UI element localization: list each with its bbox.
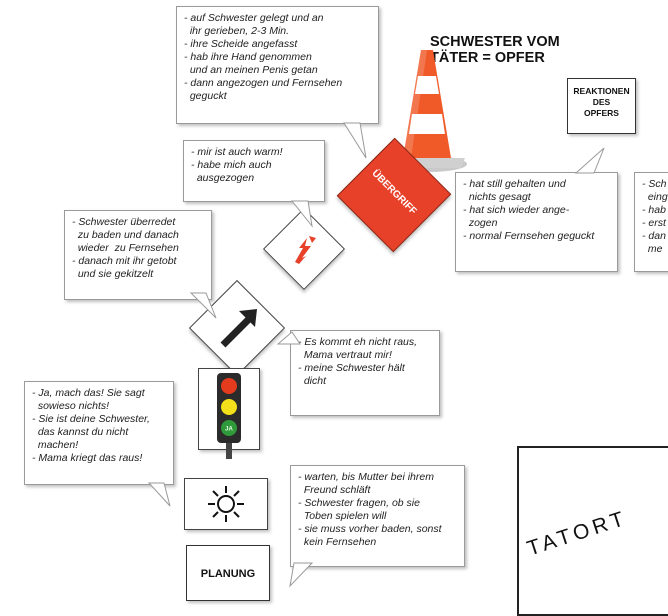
- bubble-line: nichts gesagt: [463, 191, 531, 203]
- bubble-tail: [290, 200, 313, 228]
- bubble-tail: [147, 482, 171, 507]
- bubble-tail: [289, 562, 314, 588]
- planung-label: PLANUNG: [200, 568, 256, 580]
- bubble-line: ihr gerieben, 2-3 Min.: [184, 25, 290, 37]
- bubble-planung-details: - warten, bis Mutter bei ihrem Freund sc…: [290, 465, 465, 567]
- bubble-arrow-thoughts: - Es kommt eh nicht raus, Mama vertraut …: [290, 330, 440, 416]
- bubble-line: sowieso nichts!: [32, 400, 110, 412]
- bubble-line: machen!: [32, 439, 79, 451]
- reactions-line-2: DES: [592, 97, 611, 107]
- bubble-line: geguckt: [184, 90, 227, 102]
- bubble-line: - Sie ist deine Schwester,: [32, 413, 150, 425]
- traffic-light-ja: JA: [225, 427, 233, 433]
- bubble-cut-off-right: - Sch eing - hab - erst - dan me: [634, 172, 668, 272]
- bubble-arrow-actions: - Schwester überredet zu baden und danac…: [64, 210, 212, 300]
- bubble-line: Freund schläft: [298, 484, 371, 496]
- bubble-line: - Mama kriegt das raus!: [32, 452, 143, 464]
- bubble-uebergriff-details: - auf Schwester gelegt und an ihr gerieb…: [176, 6, 379, 124]
- bubble-tail: [343, 122, 367, 159]
- arrow-icon: [220, 309, 257, 348]
- bubble-line: Toben spielen will: [298, 510, 387, 522]
- diagram-title: SCHWESTER VOM TÄTER = OPFER: [430, 34, 560, 66]
- bubble-line: - meine Schwester hält: [298, 362, 405, 374]
- title-line-1: SCHWESTER VOM: [430, 34, 560, 50]
- bubble-line: - warten, bis Mutter bei ihrem: [298, 471, 434, 483]
- reactions-line-3: OPFERS: [584, 108, 619, 118]
- bubble-line: - erst: [642, 217, 666, 229]
- bubble-line: - ihre Scheide angefasst: [184, 38, 298, 50]
- bubble-line: wieder zu Fernsehen: [72, 242, 179, 254]
- planung-sign: PLANUNG: [186, 545, 270, 601]
- bubble-line: - danach mit ihr getobt: [72, 255, 177, 267]
- bubble-line: - Ja, mach das! Sie sagt: [32, 387, 145, 399]
- bubble-line: Mama vertraut mir!: [298, 349, 392, 361]
- bubble-line: - Sch: [642, 178, 667, 190]
- bubble-line: - auf Schwester gelegt und an: [184, 12, 324, 24]
- bubble-line: me: [642, 243, 663, 255]
- reactions-label-box: REAKTIONEN DES OPFERS: [567, 78, 636, 134]
- bubble-lightning-thoughts: - mir ist auch warm! - habe mich auch au…: [183, 140, 325, 202]
- bubble-line: dicht: [298, 375, 327, 387]
- bubble-line: kein Fernsehen: [298, 536, 377, 548]
- title-line-2: TÄTER = OPFER: [430, 50, 545, 66]
- bubble-line: zu baden und danach: [72, 229, 179, 241]
- lightning-icon: [295, 236, 316, 264]
- bubble-line: und sie gekitzelt: [72, 268, 154, 280]
- bubble-line: eing: [642, 191, 668, 203]
- bubble-tail: [189, 292, 217, 319]
- reactions-line-1: REAKTIONEN: [573, 86, 630, 96]
- bubble-line: - Es kommt eh nicht raus,: [298, 336, 418, 348]
- bubble-line: - sie muss vorher baden, sonst: [298, 523, 442, 535]
- bubble-line: - dan: [642, 230, 666, 242]
- bubble-line: - habe mich auch: [191, 159, 272, 171]
- bubble-line: - mir ist auch warm!: [191, 146, 283, 158]
- traffic-light-icon: JA: [217, 373, 241, 459]
- bubble-traffic-light-thoughts: - Ja, mach das! Sie sagt sowieso nichts!…: [24, 381, 174, 485]
- tatort-box: [517, 446, 668, 616]
- bubble-tail: [574, 147, 605, 174]
- bubble-line: und an meinen Penis getan: [184, 64, 318, 76]
- sun-icon: [208, 486, 244, 522]
- bubble-line: ausgezogen: [191, 172, 255, 184]
- bubble-line: zogen: [463, 217, 498, 229]
- bubble-line: - normal Fernsehen geguckt: [463, 230, 595, 242]
- bubble-line: - hat sich wieder ange-: [463, 204, 570, 216]
- bubble-line: - hab ihre Hand genommen: [184, 51, 312, 63]
- bubble-line: das kannst du nicht: [32, 426, 129, 438]
- bubble-line: - dann angezogen und Fernsehen: [184, 77, 343, 89]
- bubble-line: - Schwester fragen, ob sie: [298, 497, 420, 509]
- bubble-tail: [276, 331, 301, 345]
- bubble-line: - hab: [642, 204, 666, 216]
- bubble-line: - Schwester überredet: [72, 216, 176, 228]
- bubble-victim-reactions: - hat still gehalten und nichts gesagt -…: [455, 172, 618, 272]
- bubble-line: - hat still gehalten und: [463, 178, 566, 190]
